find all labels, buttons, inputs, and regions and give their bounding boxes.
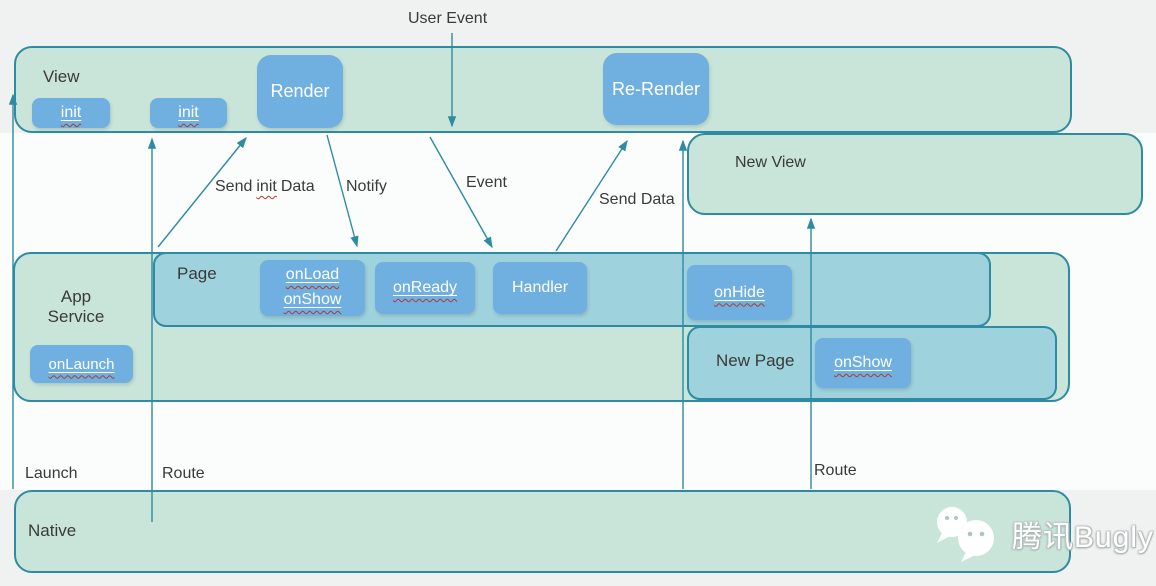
render-button: Render (257, 55, 343, 128)
view-label: View (43, 67, 80, 86)
send-init-data-word: init (256, 178, 277, 195)
onlaunch-label: onLaunch (46, 356, 118, 373)
user-event-label: User Event (408, 10, 488, 27)
onhide-text: onHide (714, 283, 765, 301)
watermark: 腾讯Bugly (928, 503, 1154, 565)
send-init-data-post: Data (280, 178, 315, 195)
notify-label: Notify (346, 178, 387, 195)
app-service-label-line2: Service (47, 307, 105, 327)
onready-button: onReady (375, 262, 475, 314)
onready-label: onReady (393, 279, 457, 297)
re-render-button-text: Re-Render (611, 78, 701, 99)
init-button-2-text: init (178, 104, 199, 121)
native-layer-box (14, 490, 1071, 573)
handler-button: Handler (493, 262, 587, 314)
onshow-new-page-button: onShow (815, 338, 911, 388)
app-service-label-line1: App (60, 287, 92, 306)
render-button-text: Render (270, 81, 330, 101)
send-init-data-pre: Send (215, 178, 253, 195)
onshow-page-label: onShow (284, 288, 342, 313)
init-button-1: init (32, 98, 110, 128)
init-button-2: init (150, 98, 227, 128)
onload-text: onLoad (285, 266, 340, 284)
re-render-button: Re-Render (603, 53, 709, 125)
launch-label: Launch (25, 465, 78, 482)
onload-label: onLoad (286, 263, 339, 288)
new-page-label: New Page (716, 351, 795, 370)
onshow-new-page-label: onShow (834, 354, 892, 372)
onlaunch-button: onLaunch (30, 345, 133, 383)
onshow-new-page-text: onShow (834, 354, 892, 371)
onlaunch-text: onLaunch (48, 355, 115, 373)
init-button-1-label: init (61, 104, 81, 122)
watermark-text: 腾讯Bugly (1012, 521, 1155, 554)
wechat-logo-icon (937, 507, 994, 562)
onready-text: onReady (392, 279, 458, 296)
page-label: Page (177, 264, 217, 283)
route-left-label: Route (162, 465, 205, 482)
route-right-label: Route (814, 462, 857, 479)
onload-onshow-button: onLoad onShow (260, 260, 365, 316)
handler-text: Handler (511, 279, 569, 296)
app-service-label: App Service (20, 287, 132, 328)
new-view-layer-box (687, 133, 1143, 215)
onshow-page-text: onShow (283, 291, 342, 308)
event-label: Event (466, 174, 507, 191)
init-button-1-text: init (60, 104, 82, 121)
native-label: Native (28, 521, 77, 540)
init-button-2-label: init (178, 104, 198, 122)
new-view-label: New View (735, 154, 806, 171)
onhide-button: onHide (687, 265, 792, 320)
send-data-label: Send Data (599, 191, 675, 208)
onhide-label: onHide (714, 284, 765, 302)
